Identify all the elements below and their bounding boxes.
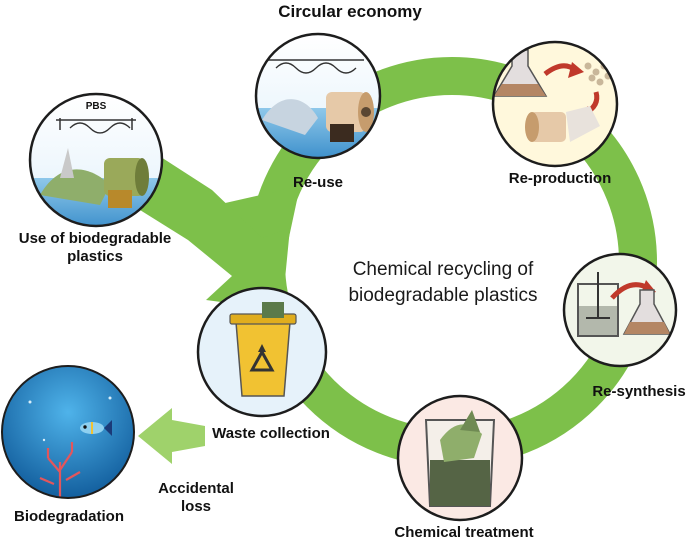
chemical-treatment-stage-icon — [396, 394, 524, 522]
use-to-waste-arrow — [132, 150, 290, 310]
chemical-treatment-stage-label: Chemical treatment — [394, 524, 534, 541]
biodegradation-stage-label: Biodegradation — [13, 508, 124, 525]
pbs-badge: PBS — [85, 101, 107, 112]
center-text-line2: biodegradable plastics — [348, 285, 538, 306]
resynthesis-stage-icon — [562, 252, 678, 368]
use-stage-label-line1: Use of biodegradable — [18, 230, 172, 247]
use-stage-label-line2: plastics — [67, 248, 123, 265]
waste-collection-stage-label: Waste collection — [212, 425, 330, 442]
reuse-stage-icon — [254, 32, 382, 160]
center-text-line1: Chemical recycling of — [352, 259, 534, 280]
accidental-loss-label-line1: Accidental — [158, 480, 234, 497]
waste-bin-icon — [196, 286, 328, 418]
reuse-stage-label: Re-use — [292, 174, 344, 191]
accidental-loss-arrow — [138, 408, 205, 464]
resynthesis-stage-label: Re-synthesis — [592, 383, 686, 400]
reproduction-stage-label: Re-production — [508, 170, 612, 187]
diagram-title: Circular economy — [278, 2, 422, 21]
use-stage-icon — [28, 92, 164, 228]
reproduction-stage-icon — [491, 40, 619, 168]
accidental-loss-label-line2: loss — [180, 498, 211, 515]
biodegradation-sea-icon — [1, 365, 135, 499]
